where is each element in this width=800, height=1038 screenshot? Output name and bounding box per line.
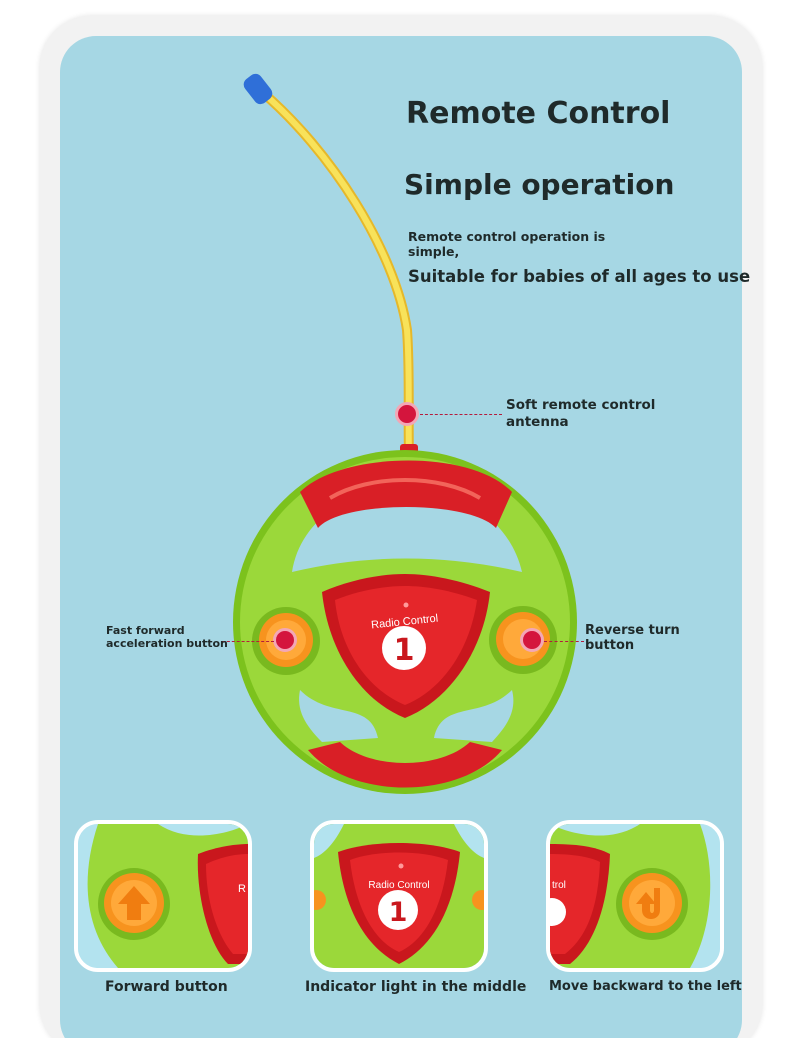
indicator-light-icon: [403, 602, 409, 608]
page-title: Remote Control: [406, 96, 671, 131]
antenna-leader-line: [420, 414, 502, 415]
callout-reverse-button: Reverse turn button: [585, 623, 680, 653]
reverse-marker: [520, 628, 544, 652]
thumb-badge-number: 1: [389, 897, 408, 928]
caption-move-backward: Move backward to the left: [549, 979, 742, 994]
badge-number: 1: [394, 633, 415, 668]
svg-text:R: R: [238, 883, 246, 895]
forward-marker: [273, 628, 297, 652]
u-turn-arrow-icon: [636, 888, 660, 919]
thumb-badge-text: Radio Control: [368, 880, 429, 891]
description-large: Suitable for babies of all ages to use: [408, 267, 751, 286]
reverse-leader-line: [544, 641, 584, 642]
detail-thumb-indicator: Radio Control 1: [310, 820, 488, 972]
detail-thumb-forward: R: [74, 820, 252, 972]
remote-control-illustration: Radio Control 1: [233, 73, 577, 794]
caption-indicator-light: Indicator light in the middle: [305, 979, 527, 995]
detail-thumb-reverse: trol: [546, 820, 724, 972]
antenna-marker: [395, 402, 419, 426]
forward-leader-line: [222, 641, 274, 642]
antenna-tip-icon: [243, 73, 273, 105]
antenna: [243, 73, 418, 460]
callout-antenna: Soft remote control antenna: [506, 397, 656, 430]
up-arrow-icon: [118, 886, 150, 920]
page-subtitle: Simple operation: [404, 168, 675, 201]
caption-forward-button: Forward button: [105, 979, 228, 995]
svg-text:trol: trol: [552, 880, 566, 891]
description-small: Remote control operation is simple,: [408, 229, 606, 259]
indicator-light-icon: [398, 863, 404, 869]
callout-forward-button: Fast forward acceleration button: [106, 624, 228, 650]
steering-wheel: Radio Control 1: [233, 450, 577, 794]
